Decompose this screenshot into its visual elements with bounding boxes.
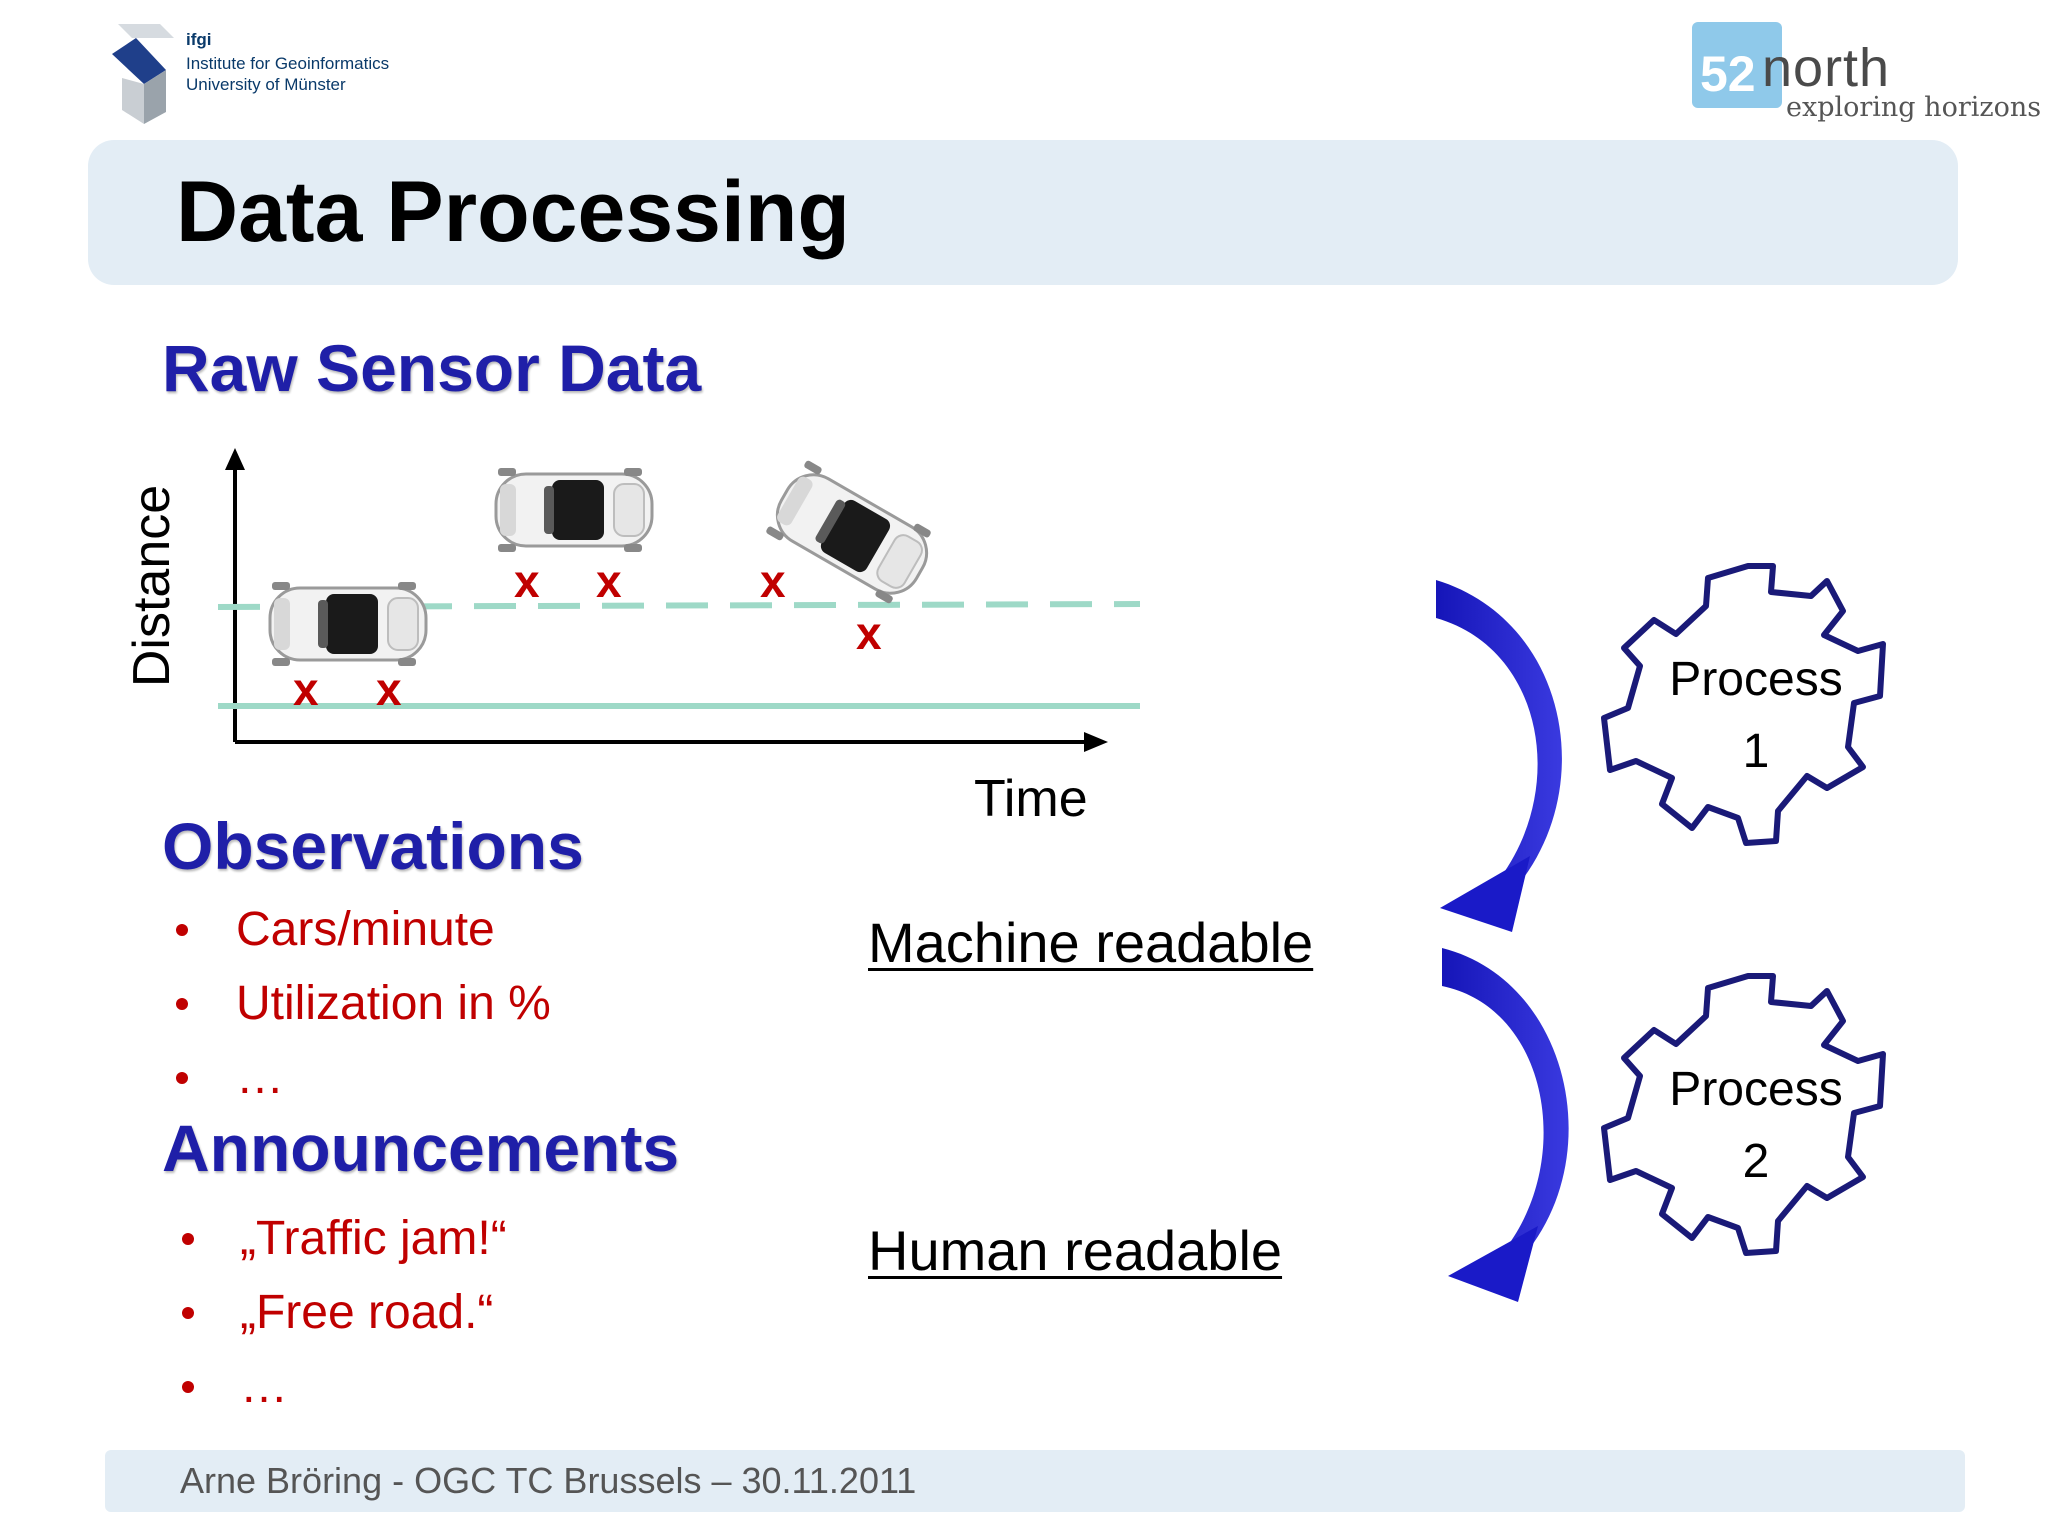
52north-tagline: exploring horizons — [1786, 92, 2042, 123]
gear-process-1 — [1601, 563, 1886, 846]
gear-icon — [1601, 563, 1886, 846]
observations-heading: Observations — [162, 809, 584, 883]
sensor-mark: x — [376, 663, 402, 715]
sensor-mark: x — [596, 555, 622, 607]
x-axis-label: Time — [974, 770, 1088, 828]
human-readable-label: Human readable — [868, 1219, 1283, 1282]
y-axis-label: Distance — [123, 484, 181, 688]
announcement-item: „Traffic jam!“ — [240, 1212, 507, 1265]
bullet — [182, 1381, 194, 1393]
ifgi-institute-name: Institute for Geoinformatics — [186, 54, 390, 73]
bullet — [176, 998, 188, 1010]
announcements-heading: Announcements — [162, 1111, 680, 1185]
gear-icon — [1601, 973, 1886, 1256]
bullet — [182, 1307, 194, 1319]
process-2-number: 2 — [1742, 1135, 1770, 1188]
flow-arrows — [1436, 580, 1569, 1302]
process-1-number: 1 — [1742, 725, 1770, 778]
sensor-mark: x — [856, 607, 882, 659]
sensor-mark: x — [760, 555, 786, 607]
announcement-item: … — [240, 1360, 288, 1413]
slide-title: Data Processing — [176, 164, 850, 260]
52north-logo-word: north — [1762, 38, 1891, 98]
announcement-item: „Free road.“ — [240, 1286, 494, 1339]
52north-logo-badge — [1692, 22, 1782, 108]
raw-sensor-data-heading: Raw Sensor Data — [162, 331, 702, 405]
ifgi-logo — [104, 16, 184, 126]
sensor-mark: x — [293, 663, 319, 715]
y-axis-arrowhead — [225, 448, 245, 470]
ifgi-short-name: ifgi — [186, 30, 212, 49]
footer-band — [105, 1450, 1965, 1512]
observation-item: Utilization in % — [236, 977, 551, 1030]
footer-text: Arne Bröring - OGC TC Brussels – 30.11.2… — [180, 1460, 917, 1501]
x-axis-arrowhead — [1084, 732, 1108, 752]
y-axis-label-wrap: Distance — [123, 466, 181, 706]
ifgi-university-name: University of Münster — [186, 75, 346, 94]
bullet — [176, 1072, 188, 1084]
observation-item: … — [236, 1051, 284, 1104]
sensor-mark: x — [514, 555, 540, 607]
arrow-to-human — [1442, 948, 1569, 1302]
bullet — [182, 1233, 194, 1245]
title-band — [88, 140, 1958, 285]
car-2 — [494, 466, 654, 554]
52north-logo-number: 52 — [1700, 46, 1756, 102]
bullet — [176, 924, 188, 936]
car-1 — [268, 580, 428, 668]
car-3 — [761, 457, 943, 611]
machine-readable-label: Machine readable — [868, 911, 1314, 974]
process-2-label: Process — [1669, 1063, 1843, 1116]
process-1-label: Process — [1669, 653, 1843, 706]
observation-item: Cars/minute — [236, 903, 495, 956]
arrow-to-machine — [1436, 580, 1562, 932]
gear-process-2 — [1601, 973, 1886, 1256]
